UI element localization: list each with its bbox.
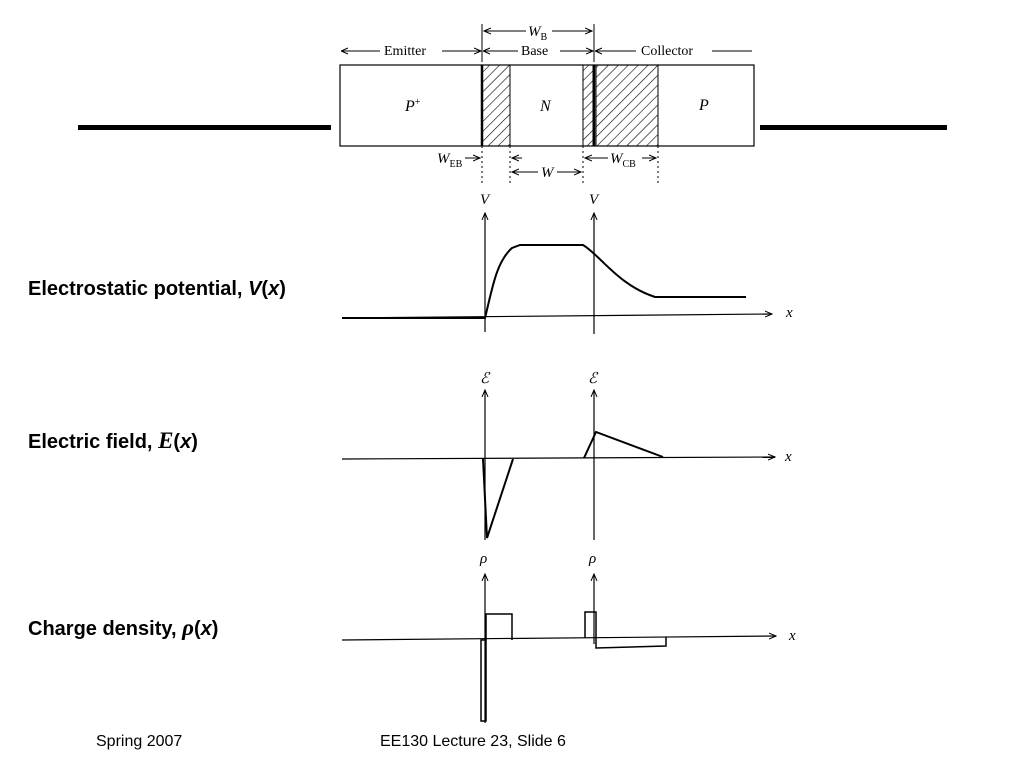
field-curve-eb xyxy=(482,458,514,539)
field-x-label: x xyxy=(784,449,792,465)
wb-label: WB xyxy=(528,24,548,43)
title-rule-right xyxy=(760,125,947,130)
charge-base-cb-block xyxy=(584,611,597,638)
field-curve-cb xyxy=(583,430,664,459)
p-plus-label: P+ xyxy=(404,97,421,115)
charge-x-label: x xyxy=(788,628,796,644)
field-x-axis xyxy=(341,457,775,459)
eb-depletion-region xyxy=(481,64,511,147)
w-label: W xyxy=(541,165,555,181)
charge-plot: ρ ρ x xyxy=(341,551,796,723)
charge-axis-label-1: ρ xyxy=(479,551,487,567)
potential-x-label: x xyxy=(785,305,793,321)
p-label: P xyxy=(698,97,709,114)
potential-plot: V V x xyxy=(341,192,793,334)
field-axis-label-2: ℰ xyxy=(588,371,599,387)
emitter-label: Emitter xyxy=(384,44,426,59)
base-label: Base xyxy=(521,44,548,59)
charge-axis-label-2: ρ xyxy=(588,551,596,567)
potential-curve xyxy=(342,244,746,319)
field-axis-label-1: ℰ xyxy=(480,371,491,387)
charge-collector-block xyxy=(595,637,667,649)
potential-axis-label-2: V xyxy=(589,192,600,208)
charge-x-axis xyxy=(341,636,776,641)
wcb-label: WCB xyxy=(610,151,636,170)
charge-label: Charge density, ρ(x) xyxy=(28,615,219,640)
potential-label: Electrostatic potential, V(x) xyxy=(28,278,286,300)
web-label: WEB xyxy=(437,151,463,170)
device-bar: P+ N P Emitter Base Collector WB xyxy=(339,24,755,186)
charge-base-eb-block xyxy=(485,613,513,640)
device-outline xyxy=(339,64,755,147)
cb-depletion-left xyxy=(582,64,594,147)
n-label: N xyxy=(539,98,552,115)
footer-slide-info: EE130 Lecture 23, Slide 6 xyxy=(380,733,566,750)
field-plot: ℰ ℰ x xyxy=(341,371,792,540)
cb-depletion-right xyxy=(595,64,659,147)
collector-label: Collector xyxy=(641,44,693,59)
title-rule-left xyxy=(78,125,331,130)
potential-axis-label-1: V xyxy=(480,192,491,208)
field-label: Electric field, E(x) xyxy=(28,428,198,453)
footer-date: Spring 2007 xyxy=(96,733,183,750)
charge-emitter-spike xyxy=(480,639,487,722)
